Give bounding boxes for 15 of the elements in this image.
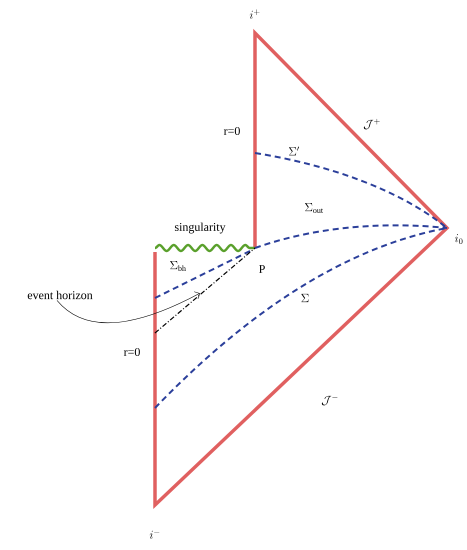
horizon-line [154,248,256,334]
leader-arrow [56,291,200,323]
diagram-label: r=0 [124,348,140,356]
diagram-label: $i_{0}$ [454,234,463,244]
diagram-label: $\Sigma_{\mathrm{bh}}$ [170,261,186,272]
diagram-label: $i^{+}$ [250,9,260,19]
diagram-label: $i^{-}$ [150,530,160,539]
horizon-label: event horizon [28,290,93,300]
diagram-label: r=0 [224,126,240,136]
diagram-label: $\Sigma_{\mathrm{out}}$ [305,203,324,214]
diagram-label: $\Sigma'$ [289,146,300,156]
diagram-label: $\mathcal{J}^{+}$ [364,118,380,130]
diagram-label: $\mathcal{J}^{-}$ [322,396,338,406]
diagram-label: singularity [174,222,226,234]
diagram-label: $\Sigma$ [301,294,309,302]
